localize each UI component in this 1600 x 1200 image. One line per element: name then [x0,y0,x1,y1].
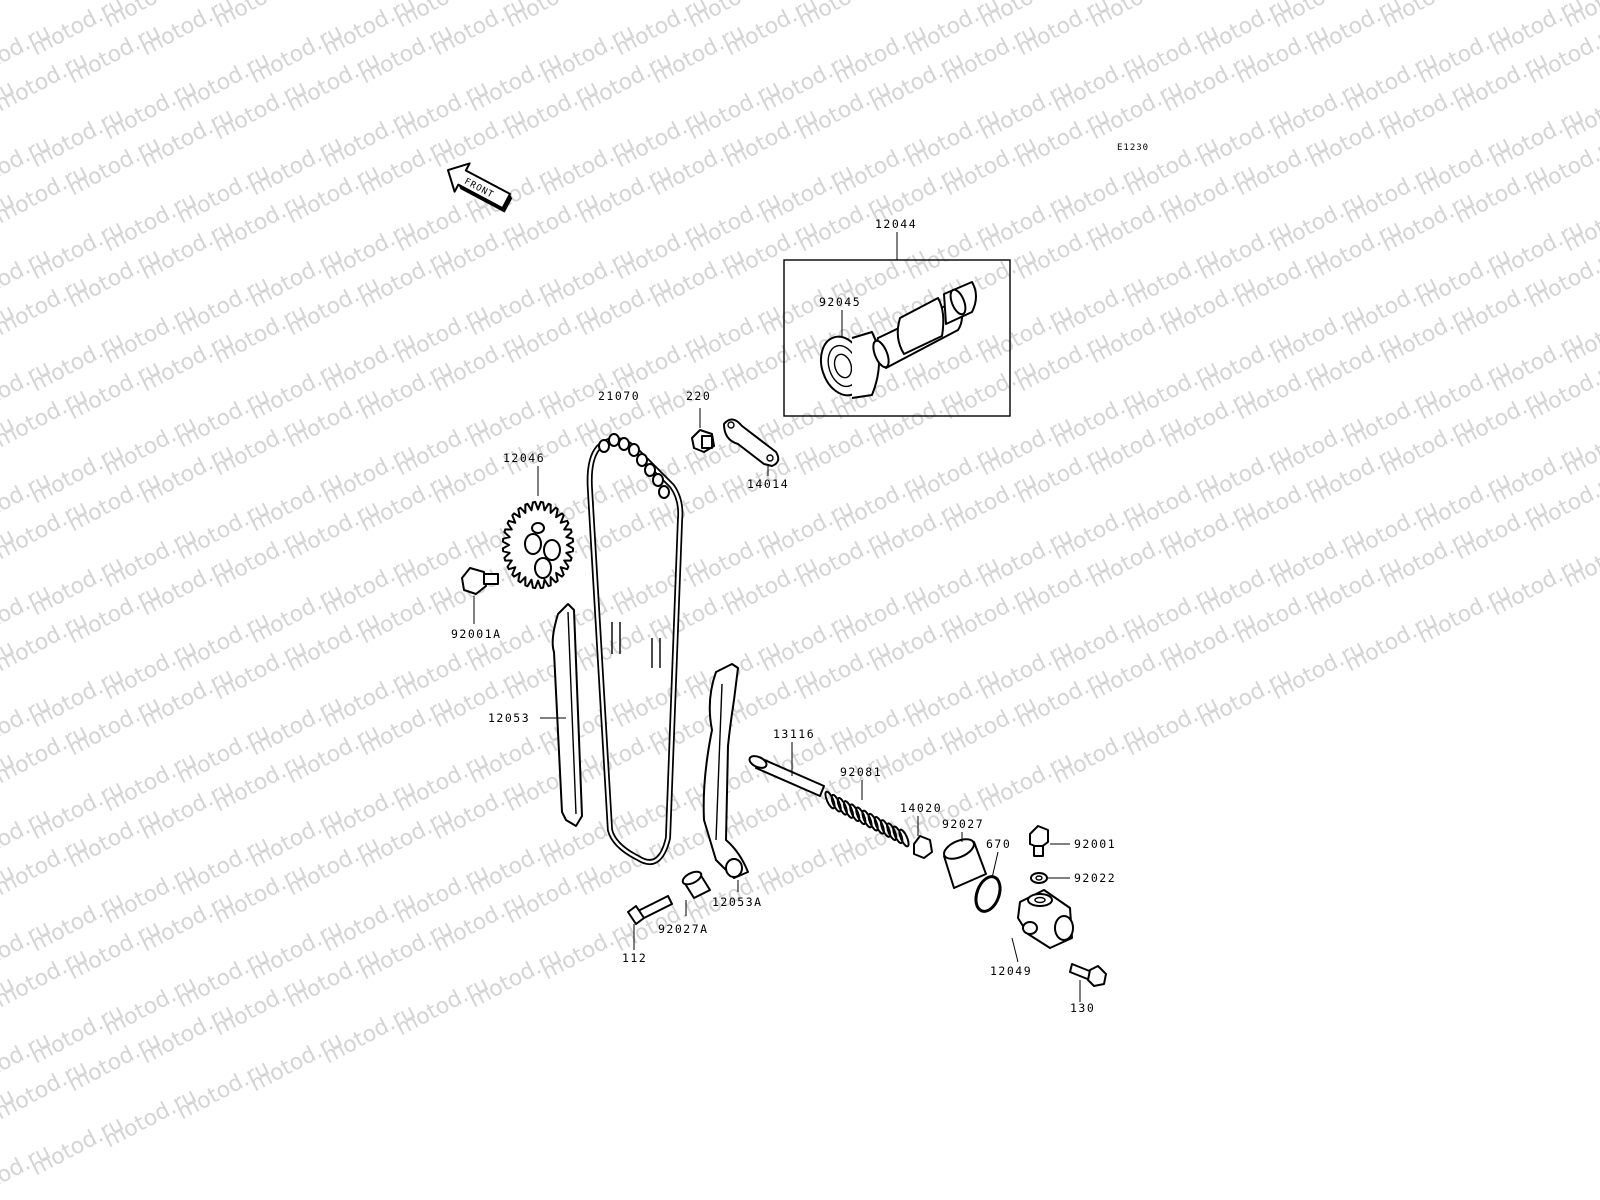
watermark-text: motod.ru [575,0,676,5]
label-12053: 12053 [488,711,530,725]
camshaft [872,281,977,369]
watermark-text: motod.ru [1159,0,1260,5]
camshaft-assembly-12044 [783,232,1011,417]
oring-670 [974,851,1002,913]
watermark-text: motod.ru [867,0,968,5]
label-220: 220 [686,389,711,403]
spring-coil [867,812,879,832]
label-130: 130 [1070,1001,1095,1015]
label-14014: 14014 [747,477,789,491]
collar-92027 [943,832,987,889]
label-12046: 12046 [503,451,545,465]
chain-link [658,485,670,499]
bolt-92001A [461,567,499,624]
front-arrow: FRONT [446,162,513,213]
watermark-text: motod.ru [283,0,384,5]
spring-coil [886,822,898,842]
cam-sprocket-12046 [501,466,575,590]
diagram-code: E1230 [1117,143,1149,153]
watermark-text: motod.ru [794,0,895,33]
chain-link [644,463,656,477]
chain-link [598,439,610,453]
pin-13116 [748,742,825,797]
label-12044: 12044 [875,217,917,231]
chain-link [618,437,630,451]
washer-92022 [1030,872,1070,884]
collar-92027A [681,870,711,916]
label-92001: 92001 [1074,837,1116,851]
spring-coil [898,828,910,848]
bearing-92045 [819,331,880,399]
watermark-text: motod.ru [0,0,92,5]
part-labels: 12044 92045 21070 220 14014 12046 92001A… [451,217,1116,1015]
chain-guide-12053 [540,603,583,827]
label-670: 670 [986,837,1011,851]
spring-92081 [824,780,910,848]
tensioner-body-12049 [1011,889,1074,963]
label-92027: 92027 [942,817,984,831]
guide-plate-14014 [723,418,780,476]
label-14020: 14020 [900,801,942,815]
label-12049: 12049 [990,964,1032,978]
label-92001A: 92001A [451,627,502,641]
tensioner-guide-12053A [702,663,749,892]
bolt-220 [691,408,715,453]
label-92027A: 92027A [658,922,709,936]
watermark-text: motod.ru [210,0,311,33]
chain-link [628,443,640,457]
label-12053A: 12053A [712,895,763,909]
watermark-text: motod.ru [1378,0,1479,33]
label-92081: 92081 [840,765,882,779]
label-13116: 13116 [773,727,815,741]
label-112: 112 [622,951,647,965]
cam-chain-21070 [586,433,684,865]
watermark-text: motod.ru [1451,0,1552,5]
bolt-130 [1069,963,1107,1002]
bolt-92001 [1029,825,1070,857]
spring-coil [830,793,842,813]
chain-link [608,433,620,447]
chain-link [636,453,648,467]
chain-link [652,473,664,487]
bolt-112 [627,895,673,950]
watermark-text: motod.ru [1086,0,1187,33]
cap-14020 [913,816,933,859]
label-92022: 92022 [1074,871,1116,885]
label-21070: 21070 [598,389,640,403]
spring-coil [849,803,861,823]
label-92045: 92045 [819,295,861,309]
watermark-text: motod.ru [502,0,603,33]
